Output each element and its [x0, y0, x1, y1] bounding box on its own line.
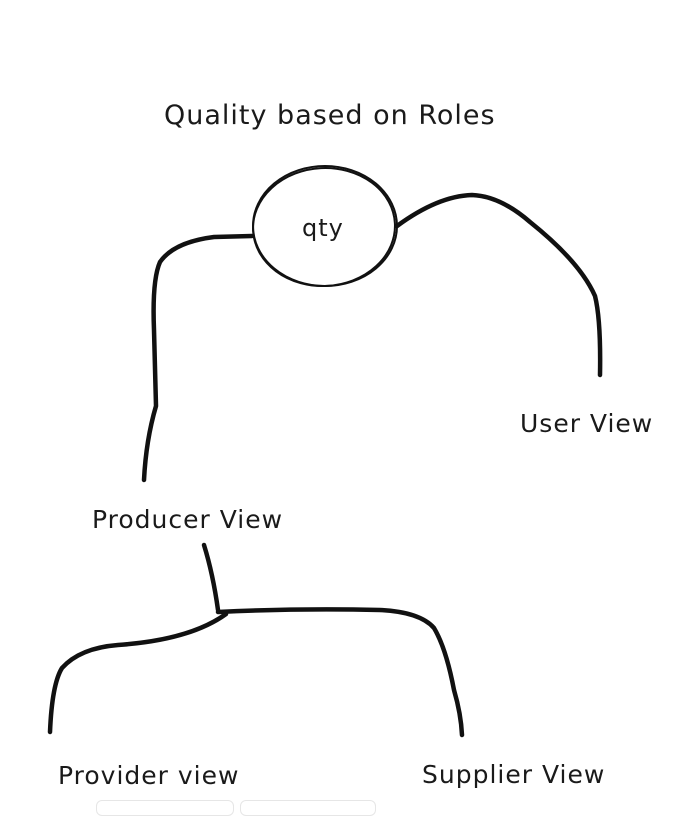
- edge-qty-user-view: [394, 192, 603, 378]
- node-user-view: User View: [520, 409, 653, 438]
- bottom-tab-left: [96, 800, 234, 816]
- edge-junction-provider-view: [47, 611, 229, 735]
- root-node: qty: [252, 165, 398, 288]
- edge-producer-view-junction: [201, 542, 221, 613]
- node-provider-view: Provider view: [58, 761, 239, 790]
- edge-junction-supplier-view: [215, 607, 465, 738]
- node-supplier-view: Supplier View: [422, 760, 605, 789]
- root-node-label: qty: [302, 214, 344, 242]
- root-node-circle-sketch: [252, 166, 396, 288]
- bottom-tab-right: [240, 800, 376, 816]
- edge-qty-producer-view: [141, 233, 255, 483]
- node-producer-view: Producer View: [92, 505, 283, 534]
- diagram-title: Quality based on Roles: [164, 100, 496, 131]
